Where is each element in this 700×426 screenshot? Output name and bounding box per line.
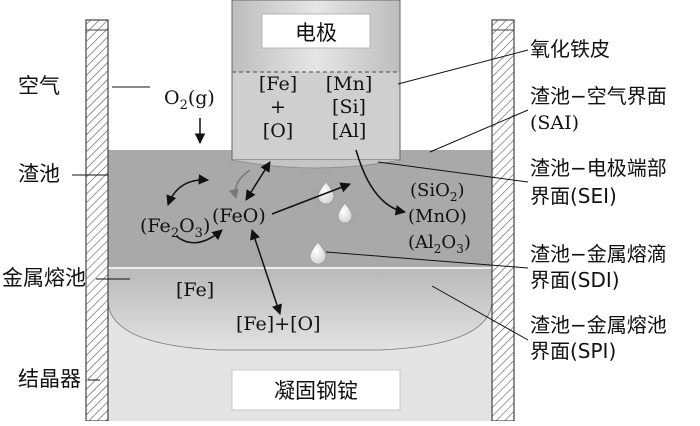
metal-pool-label: 金属熔池 — [2, 266, 86, 290]
sei-label-line2: 界面(SEI) — [530, 184, 617, 208]
species-feo: (FeO) — [212, 205, 266, 227]
feo-pool-arrow — [250, 229, 282, 315]
pool-fe: [Fe] — [176, 279, 214, 301]
species-sio2: (SiO2) — [410, 180, 465, 204]
cycle-arrow-bottom — [175, 229, 223, 244]
ingot-label: 凝固钢锭 — [274, 379, 358, 403]
droplet — [337, 202, 353, 224]
sdi-label-line1: 渣池−金属熔滴 — [530, 242, 667, 266]
sai-label-line2: (SAI) — [530, 112, 579, 134]
species-mn: [Mn] — [326, 73, 373, 95]
sei-label-line1: 渣池−电极端部 — [530, 156, 667, 180]
oxide-skin-leader — [397, 49, 529, 85]
sai-label-line1: 渣池−空气界面 — [530, 84, 667, 108]
sai-leader — [429, 109, 529, 153]
ingot-label-box — [231, 369, 401, 411]
mold-label: 结晶器 — [18, 367, 81, 391]
elements-oxide-arrow — [355, 149, 407, 216]
electrode-label: 电极 — [295, 21, 337, 45]
spi-label-line1: 渣池−金属熔池 — [530, 313, 667, 337]
species-si: [Si] — [332, 96, 366, 118]
slag-pool-label: 渣池 — [18, 162, 60, 186]
cycle-arrow-top — [166, 174, 210, 206]
feo-droplet-arrow — [271, 182, 351, 215]
species-mno: (MnO) — [408, 206, 467, 227]
sdi-label-line2: 界面(SDI) — [530, 268, 620, 292]
species-al: [Al] — [332, 120, 367, 142]
droplet — [309, 241, 327, 265]
spi-label-line2: 界面(SPI) — [530, 339, 616, 363]
sdi-leader — [325, 251, 529, 269]
slag-pool — [108, 150, 492, 268]
pool-fe-o: [Fe]+[O] — [236, 313, 321, 335]
air-label: 空气 — [18, 74, 60, 98]
oxide-skin-label: 氧化铁皮 — [530, 37, 610, 61]
o2-label: O2(g) — [164, 87, 215, 113]
species-al2o3: (Al2O3) — [408, 232, 471, 256]
sei-leader — [377, 161, 529, 183]
mold-right-wall — [492, 20, 514, 421]
metal-pool — [107, 267, 493, 351]
feo-electrode-arrow — [245, 161, 271, 201]
species-plus: + — [270, 96, 286, 118]
species-o: [O] — [263, 120, 293, 142]
mold-left-wall — [86, 20, 108, 421]
electrode-label-box — [261, 13, 371, 49]
species-fe: [Fe] — [259, 73, 297, 95]
species-fe2o3: (Fe2O3) — [140, 215, 210, 241]
spi-leader — [431, 285, 529, 341]
